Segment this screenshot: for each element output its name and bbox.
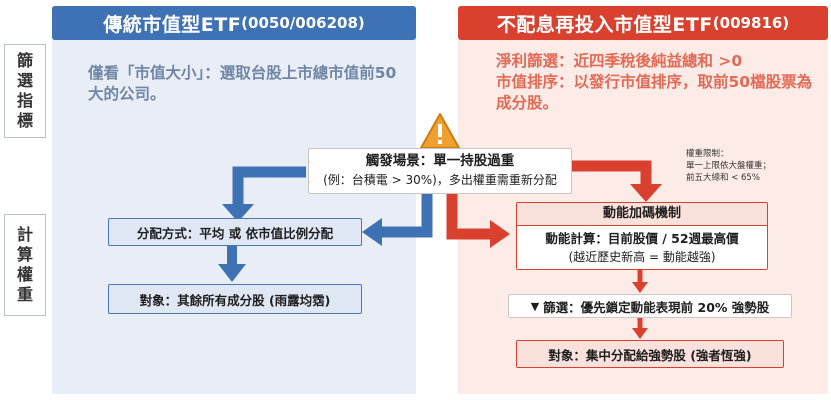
momentum-screen-text: 篩選：優先鎖定動能表現前 20% 強勢股 (543, 299, 770, 315)
trigger-scenario-title: 觸發場景：單一持股過重 (365, 153, 515, 169)
red-arrowhead-right (490, 220, 510, 248)
traditional-etf-code: (0050/006208) (241, 14, 365, 32)
momentum-calc-line1: 動能計算：目前股價 / 52週最高價 (545, 230, 739, 246)
trigger-scenario-detail: (例：台積電 > 30%)，多出權重需重新分配 (323, 173, 557, 187)
momentum-mechanism-box: 動能加碼機制 動能計算：目前股價 / 52週最高價 (越近歷史新高 = 動能越強… (516, 202, 768, 270)
traditional-target-box: 對象：其餘所有成分股 (雨露均霑) (108, 284, 362, 314)
traditional-target-text: 對象：其餘所有成分股 (雨露均霑) (139, 292, 331, 308)
warning-triangle-icon (420, 113, 460, 149)
net-profit-filter-text: 淨利篩選：近四季稅後純益總和 >0 (496, 52, 743, 70)
strong-stock-target-box: 對象：集中分配給強勢股 (強者恆強) (516, 340, 784, 368)
momentum-mechanism-title: 動能加碼機制 (517, 203, 767, 226)
weight-limit-note-line3: 前五大總和 < 65% (686, 173, 760, 183)
blue-arrowhead-target (218, 264, 246, 282)
momentum-calc-panel: 動能計算：目前股價 / 52週最高價 (越近歷史新高 = 動能越強) (517, 226, 767, 269)
momentum-calc-line2: (越近歷史新高 = 動能越強) (568, 249, 716, 264)
reinvest-etf-title: 不配息再投入市值型ETF (496, 13, 713, 36)
weighting-side-label: 計算權重 (4, 214, 46, 316)
reinvest-etf-code: (009816) (712, 14, 790, 32)
weight-limit-note-line1: 權重限制： (686, 149, 729, 159)
traditional-etf-description: 僅看「市值大小」：選取台股上市總市值前50大的公司。 (88, 64, 397, 103)
blue-flow-arrow-to-allocation (232, 166, 306, 206)
blue-arrowhead-left (362, 218, 382, 246)
allocation-method-box: 分配方式：平均 或 依市值比例分配 (108, 218, 362, 246)
market-cap-ranking-text: 市值排序：以發行市值排序，取前50檔股票為成分股。 (496, 73, 813, 112)
traditional-etf-title: 傳統市值型ETF (103, 13, 242, 36)
red-arrowhead-target (632, 328, 648, 339)
reinvest-etf-description: 淨利篩選：近四季稅後純益總和 >0 市值排序：以發行市值排序，取前50檔股票為成… (496, 51, 818, 114)
weight-limit-note-line2: 單一上限依大盤權重； (686, 161, 772, 171)
momentum-screen-box: ▼ 篩選：優先鎖定動能表現前 20% 強勢股 (508, 294, 792, 318)
blue-arrowhead-down (222, 204, 254, 222)
screening-side-label-text: 篩選指標 (16, 51, 33, 130)
reinvest-etf-header: 不配息再投入市值型ETF (009816) (458, 6, 828, 40)
screening-side-label: 篩選指標 (4, 44, 46, 138)
filter-funnel-icon: ▼ (530, 299, 540, 313)
weighting-side-label-text: 計算權重 (16, 225, 33, 304)
allocation-method-text: 分配方式：平均 或 依市值比例分配 (136, 225, 334, 241)
red-flow-arrow-to-mechanism-top (572, 160, 652, 186)
blue-flow-arrow-return (380, 178, 433, 238)
trigger-scenario-box: 觸發場景：單一持股過重 (例：台積電 > 30%)，多出權重需重新分配 (308, 148, 572, 194)
red-arrowhead-screen (632, 282, 648, 293)
strong-stock-target-text: 對象：集中分配給強勢股 (強者恆強) (548, 347, 752, 363)
traditional-etf-header: 傳統市值型ETF (0050/006208) (52, 6, 416, 40)
weight-limit-note: 權重限制： 單一上限依大盤權重； 前五大總和 < 65% (686, 148, 812, 184)
red-arrowhead-down (630, 184, 662, 202)
red-flow-arrow-to-mechanism-side (446, 180, 492, 240)
